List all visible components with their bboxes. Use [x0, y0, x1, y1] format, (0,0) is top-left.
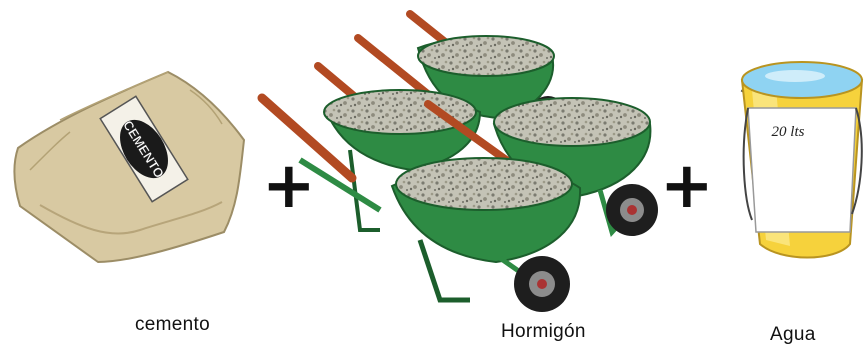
- cement-bag-icon: CEMENTO: [14, 72, 244, 262]
- plus-operator-2: +: [660, 154, 714, 218]
- hormigon-label: Hormigón: [501, 321, 586, 343]
- cemento-label: cemento: [135, 314, 210, 336]
- wheelbarrow-group-icon: [262, 14, 658, 312]
- bucket-volume-label: 20 lts: [772, 124, 805, 140]
- agua-label: Agua: [770, 324, 816, 346]
- plus-operator-1: +: [262, 154, 316, 218]
- water-bucket-icon: 20 lts: [742, 62, 862, 258]
